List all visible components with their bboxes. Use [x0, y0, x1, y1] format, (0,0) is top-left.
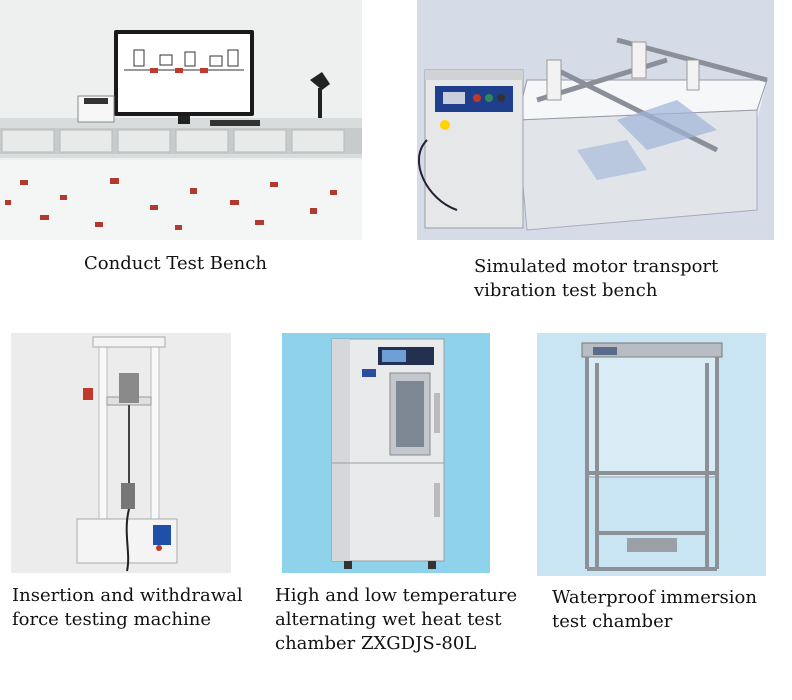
caption-temperature-chamber: High and low temperature alternating wet… [275, 585, 518, 654]
caption-immersion-chamber: Waterproof immersion test chamber [552, 587, 757, 632]
vibration-test-bench-photo [417, 0, 774, 240]
caption-vibration-test-bench: Simulated motor transport vibration test… [474, 256, 719, 301]
insertion-force-tester-photo [11, 333, 231, 573]
conduct-test-bench-photo [0, 0, 362, 240]
caption-insertion-force-tester: Insertion and withdrawal force testing m… [12, 585, 243, 630]
immersion-chamber-photo [537, 333, 766, 576]
caption-conduct-test-bench: Conduct Test Bench [84, 253, 267, 274]
temperature-chamber-photo [282, 333, 490, 573]
